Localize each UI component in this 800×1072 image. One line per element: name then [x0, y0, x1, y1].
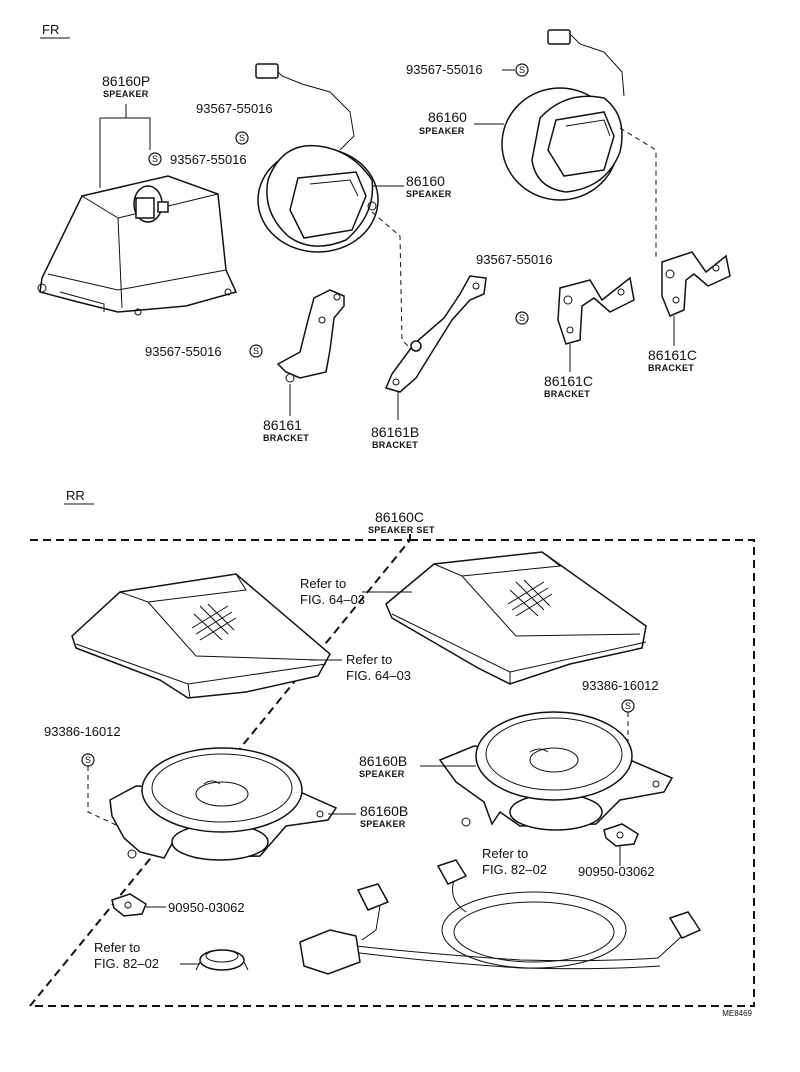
label-screw-c: 93567-55016 — [145, 344, 222, 359]
speaker-86160b-left — [109, 747, 338, 861]
label-86160c-name: SPEAKER SET — [368, 525, 435, 535]
section-label-front: FR — [42, 22, 59, 37]
label-86160p-number: 86160P — [102, 73, 150, 89]
speaker-86160-right — [501, 29, 625, 201]
label-86160c-number: 86160C — [375, 509, 424, 525]
svg-text:S: S — [625, 701, 631, 711]
label-86161b-name: BRACKET — [372, 440, 418, 450]
screw-symbol-e: S — [515, 311, 529, 325]
label-86160b-right-name: SPEAKER — [359, 769, 405, 779]
screw-symbol-rear-right: S — [621, 699, 635, 713]
label-screw-a: 93567-55016 — [170, 152, 247, 167]
section-front: FR 86160P SPEAKER S 93567-55016 — [37, 22, 731, 450]
clip-part — [195, 949, 249, 971]
speaker-86160-left — [255, 63, 379, 253]
speaker-box-86160p — [37, 175, 238, 316]
label-86161c-b-name: BRACKET — [648, 363, 694, 373]
label-86161-number: 86161 — [263, 417, 302, 433]
label-86160b-left-number: 86160B — [360, 803, 408, 819]
label-86160-left-number: 86160 — [406, 173, 445, 189]
ref-clip-line1: Refer to — [94, 940, 140, 955]
label-screw-b: 93567-55016 — [196, 101, 273, 116]
bracket-86161 — [276, 289, 345, 383]
label-screw-rear-right: 93386-16012 — [582, 678, 659, 693]
label-screw-rear-left: 93386-16012 — [44, 724, 121, 739]
label-86161c-b-number: 86161C — [648, 347, 697, 363]
bracket-86161c-a — [557, 276, 635, 345]
grille-left — [71, 573, 331, 699]
grille-right — [385, 551, 647, 685]
svg-text:S: S — [239, 133, 245, 143]
label-screw-e: 93567-55016 — [476, 252, 553, 267]
section-label-rear: RR — [66, 488, 85, 503]
label-86160b-left-name: SPEAKER — [360, 819, 406, 829]
bracket-86161b — [384, 275, 487, 393]
label-86161-name: BRACKET — [263, 433, 309, 443]
label-86160b-right-number: 86160B — [359, 753, 407, 769]
label-screw-d: 93567-55016 — [406, 62, 483, 77]
wire-harness — [299, 859, 702, 975]
label-86161b-number: 86161B — [371, 424, 419, 440]
svg-text:S: S — [152, 154, 158, 164]
label-nut-left: 90950-03062 — [168, 900, 245, 915]
label-86160p-name: SPEAKER — [103, 89, 149, 99]
speaker-86160b-right — [438, 711, 674, 831]
ref-grille-right-line2: FIG. 64–03 — [300, 592, 365, 607]
label-nut-right: 90950-03062 — [578, 864, 655, 879]
ref-clip-line2: FIG. 82–02 — [94, 956, 159, 971]
ref-wire-line2: FIG. 82–02 — [482, 862, 547, 877]
bracket-86161c-b — [661, 251, 731, 317]
label-86160-right-number: 86160 — [428, 109, 467, 125]
svg-text:S: S — [253, 346, 259, 356]
ref-grille-left-line2: FIG. 64–03 — [346, 668, 411, 683]
svg-text:S: S — [519, 65, 525, 75]
label-86161c-a-name: BRACKET — [544, 389, 590, 399]
section-rear: RR 86160C SPEAKER SET Refer to FIG. 64–0… — [27, 488, 755, 1018]
svg-text:S: S — [519, 313, 525, 323]
nut-left — [111, 893, 147, 917]
nut-right — [603, 823, 639, 847]
screw-symbol-a: S — [148, 152, 162, 166]
label-86160-left-name: SPEAKER — [406, 189, 452, 199]
ref-wire-line1: Refer to — [482, 846, 528, 861]
label-86161c-a-number: 86161C — [544, 373, 593, 389]
diagram-code: ME8469 — [722, 1009, 752, 1018]
ref-grille-left-line1: Refer to — [346, 652, 392, 667]
screw-symbol-c: S — [249, 344, 263, 358]
ref-grille-right-line1: Refer to — [300, 576, 346, 591]
svg-text:S: S — [85, 755, 91, 765]
screw-symbol-rear-left: S — [81, 753, 95, 767]
screw-symbol-b: S — [235, 131, 249, 145]
label-86160-right-name: SPEAKER — [419, 126, 465, 136]
screw-symbol-d: S — [515, 63, 529, 77]
